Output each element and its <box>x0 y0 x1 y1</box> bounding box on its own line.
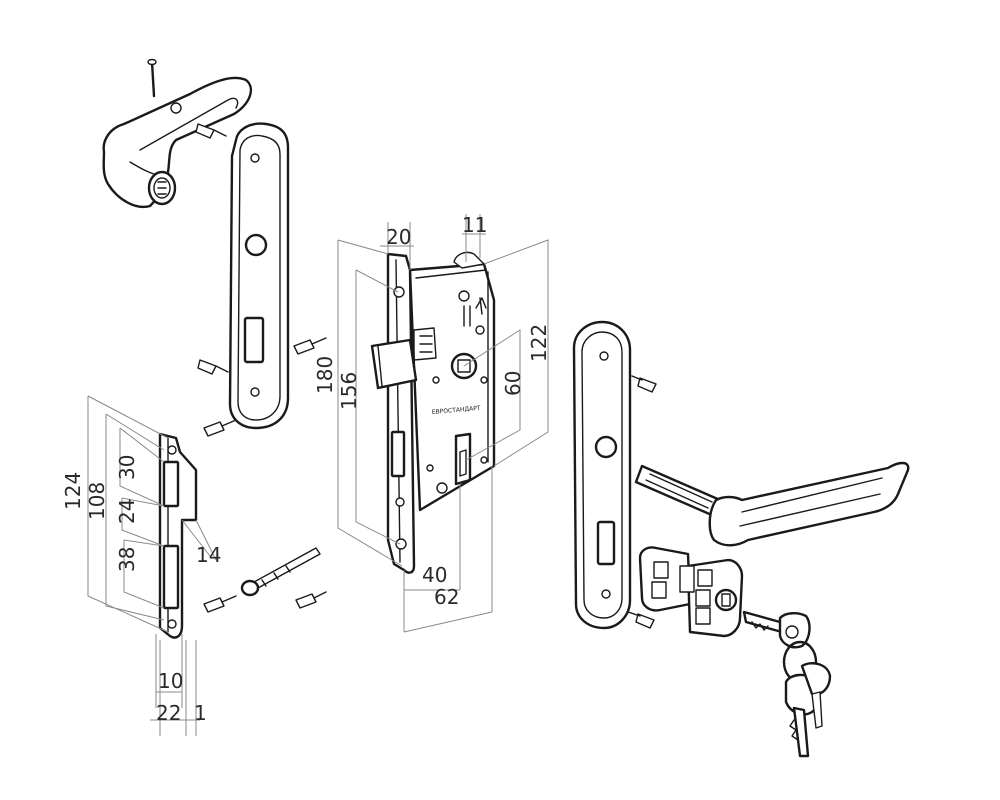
escutcheon-screws-right <box>627 375 657 629</box>
escutcheon-screws-left <box>197 337 327 437</box>
lock-brand-stamp: ЕВРОСТАНДАРТ <box>432 405 482 416</box>
strike-plate <box>158 432 198 639</box>
strike-dim-10: 10 <box>158 669 183 693</box>
lock-dim-156: 156 <box>337 372 361 410</box>
lock-dim-11: 11 <box>462 213 487 237</box>
mortise-lock-body: ЕВРОСТАНДАРТ <box>370 251 496 574</box>
connecting-bolt <box>240 547 321 597</box>
left-escutcheon-plate <box>228 122 290 430</box>
strike-dim-124: 124 <box>61 472 85 510</box>
euro-cylinder <box>638 546 744 638</box>
bolt-screw-small <box>295 591 327 609</box>
strike-dim-30: 30 <box>115 455 139 480</box>
lock-dim-122: 122 <box>527 324 551 362</box>
upper-left-lever-handle <box>102 76 253 209</box>
right-lever-handle <box>634 461 910 547</box>
lock-dim-20: 20 <box>386 225 411 249</box>
strike-dim-14: 14 <box>196 543 221 567</box>
lock-dimension-lines <box>337 214 549 633</box>
right-escutcheon-plate <box>572 320 632 630</box>
lock-dim-180: 180 <box>313 356 337 394</box>
handle-pin <box>147 58 157 98</box>
lock-dim-40: 40 <box>422 563 447 587</box>
strike-dim-24: 24 <box>115 499 139 524</box>
lock-dim-62: 62 <box>434 585 459 609</box>
strike-dim-22: 22 <box>156 701 181 725</box>
handle-screw-top <box>195 123 227 139</box>
strike-dim-38: 38 <box>115 547 139 572</box>
lock-dim-60: 60 <box>501 371 525 396</box>
key-set <box>742 610 832 758</box>
strike-dimension-lines <box>87 395 217 736</box>
strike-dim-108: 108 <box>85 482 109 520</box>
strike-dim-1: 1 <box>194 701 207 725</box>
strike-screw <box>203 595 237 613</box>
